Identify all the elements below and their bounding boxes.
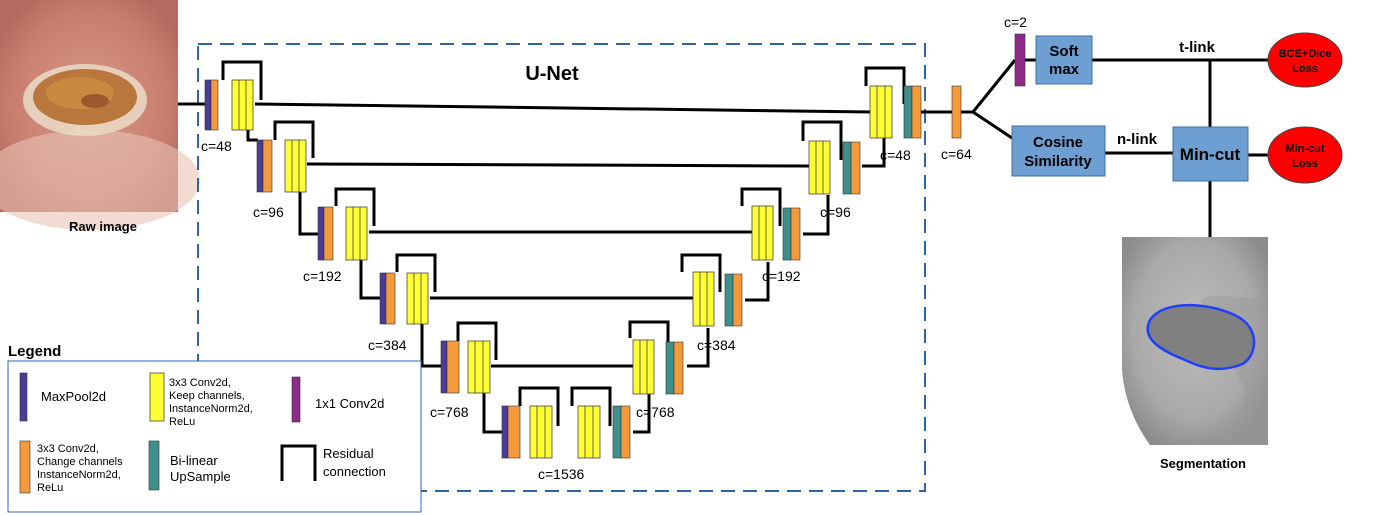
legend-upsample-swatch	[148, 440, 160, 491]
t-link-label: t-link	[1179, 39, 1215, 56]
raw-image-caption: Raw image	[69, 219, 137, 234]
legend-conv-change-line2: Change channels	[37, 456, 123, 468]
unet-title: U-Net	[525, 63, 579, 85]
n-link-label: n-link	[1117, 131, 1158, 148]
legend-conv-keep-line4: ReLu	[169, 416, 195, 428]
output-conv-block	[951, 85, 962, 139]
head	[921, 33, 1269, 237]
label-c48-decoder: c=48	[880, 147, 911, 163]
mincut-loss-node: Min-cut Loss	[1267, 126, 1343, 184]
softmax-node: Soft max	[1035, 35, 1093, 85]
conv1x1-block	[1014, 33, 1026, 87]
legend-maxpool-label: MaxPool2d	[41, 389, 106, 404]
label-c64: c=64	[941, 146, 972, 162]
legend-conv1x1-swatch	[291, 376, 301, 423]
segmentation-image	[1122, 237, 1268, 445]
skip-connections	[254, 102, 873, 368]
cosine-line1: Cosine	[1033, 134, 1083, 151]
cosine-similarity-node: Cosine Similarity	[1011, 125, 1106, 177]
residual-connections	[221, 60, 906, 426]
legend: Legend MaxPool2d 3x3 Conv2d, Keep channe…	[7, 343, 422, 513]
legend-upsample-line1: Bi-linear	[170, 453, 218, 468]
channel-labels: c=48 c=96 c=192 c=384 c=768 c=1536 c=768…	[201, 14, 1027, 482]
label-c1536: c=1536	[538, 466, 585, 482]
softmax-line2: max	[1049, 61, 1080, 78]
label-c192: c=192	[303, 268, 342, 284]
legend-conv-change-line1: 3x3 Conv2d,	[37, 443, 99, 455]
softmax-line1: Soft	[1049, 43, 1078, 60]
label-c768: c=768	[430, 404, 469, 420]
label-c384: c=384	[368, 337, 407, 353]
mincut-loss-line2: Loss	[1292, 158, 1318, 170]
label-c48: c=48	[201, 138, 232, 154]
bce-loss-line2: Loss	[1292, 63, 1318, 75]
legend-conv-keep-line1: 3x3 Conv2d,	[169, 377, 231, 389]
legend-conv-change-line4: ReLu	[37, 482, 63, 494]
legend-conv-keep-swatch	[149, 372, 165, 422]
legend-conv-change-swatch	[19, 440, 31, 494]
mincut-node: Min-cut	[1172, 126, 1249, 182]
unet-frame	[197, 43, 926, 492]
mincut-label: Min-cut	[1180, 145, 1241, 164]
raw-image	[0, 0, 200, 230]
legend-residual-swatch	[280, 444, 317, 481]
label-c192-decoder: c=192	[762, 268, 801, 284]
legend-upsample-line2: UpSample	[170, 469, 231, 484]
legend-residual-line1: Residual	[323, 446, 374, 461]
legend-conv-change-line3: InstanceNorm2d,	[37, 469, 121, 481]
legend-conv-keep-line3: InstanceNorm2d,	[169, 403, 253, 415]
legend-residual-line2: connection	[323, 464, 386, 479]
cosine-line2: Similarity	[1024, 153, 1092, 170]
segmentation-caption: Segmentation	[1160, 456, 1246, 471]
encoder-blocks	[204, 79, 601, 459]
legend-conv1x1-label: 1x1 Conv2d	[315, 396, 384, 411]
unet-path	[178, 102, 886, 434]
legend-maxpool-swatch	[19, 372, 28, 422]
bce-dice-loss-node: BCE+Dice Loss	[1267, 32, 1343, 88]
label-c96: c=96	[253, 204, 284, 220]
legend-conv-keep-line2: Keep channels,	[169, 390, 245, 402]
legend-title: Legend	[8, 343, 61, 360]
mincut-loss-line1: Min-cut	[1285, 143, 1324, 155]
label-c384-decoder: c=384	[697, 337, 736, 353]
label-c768-decoder: c=768	[636, 404, 675, 420]
label-c96-decoder: c=96	[820, 204, 851, 220]
decoder-blocks	[612, 85, 922, 459]
label-c2: c=2	[1004, 14, 1027, 30]
bce-loss-line1: BCE+Dice	[1279, 48, 1332, 60]
segmentation-contour	[1146, 303, 1256, 371]
